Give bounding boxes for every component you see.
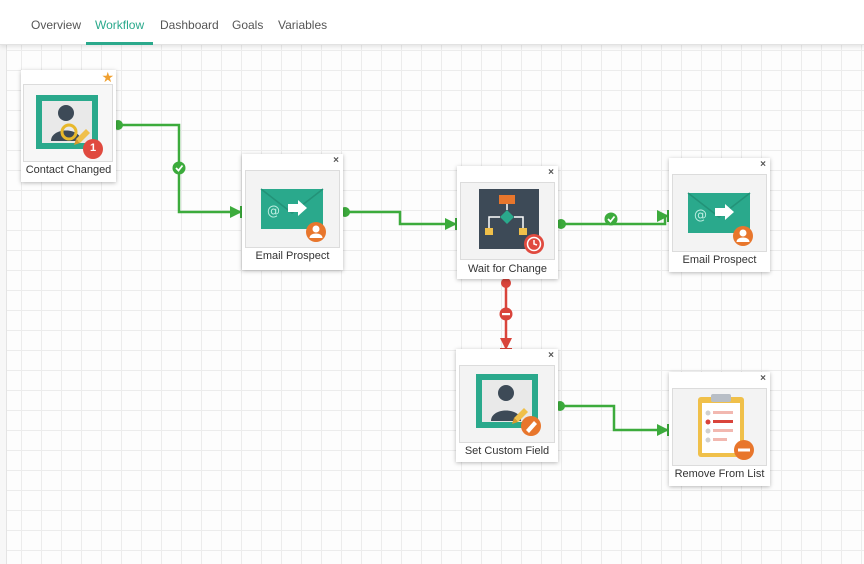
clipboard-remove-icon	[672, 388, 767, 466]
active-tab-indicator	[86, 42, 154, 45]
close-icon[interactable]: ×	[333, 155, 339, 166]
node-set-custom-field[interactable]: × Set Custom Field	[456, 349, 558, 462]
workflow-canvas[interactable]: ★ 1 Contact Changed × @	[7, 44, 864, 564]
node-remove-from-list[interactable]: × Remove From List	[669, 372, 770, 486]
left-sidebar-edge	[0, 44, 7, 564]
node-wait-for-change[interactable]: × Wait for Change	[457, 166, 558, 279]
node-email-prospect[interactable]: × @ Email Prospect	[242, 154, 343, 270]
email-send-icon: @	[672, 174, 767, 252]
node-email-prospect[interactable]: × @ Email Prospect	[669, 158, 770, 272]
tab-dashboard[interactable]: Dashboard	[160, 18, 219, 32]
close-icon[interactable]: ×	[548, 350, 554, 361]
node-label: Email Prospect	[255, 250, 330, 262]
tab-bar: Overview Workflow Dashboard Goals Variab…	[0, 0, 864, 45]
no-branch-icon	[499, 307, 513, 321]
node-label: Contact Changed	[25, 164, 112, 176]
connector-layer	[113, 120, 670, 436]
tab-goals[interactable]: Goals	[232, 18, 264, 32]
tab-workflow[interactable]: Workflow	[86, 0, 154, 45]
close-icon[interactable]: ×	[548, 167, 554, 178]
svg-text:@: @	[267, 204, 280, 219]
tab-variables[interactable]: Variables	[278, 18, 328, 32]
node-contact-changed[interactable]: ★ 1 Contact Changed	[21, 70, 116, 182]
node-label: Remove From List	[674, 468, 765, 480]
tab-overview[interactable]: Overview	[31, 18, 82, 32]
svg-text:@: @	[694, 208, 707, 223]
node-label: Email Prospect	[682, 254, 757, 266]
connector-email-to-wait[interactable]	[340, 207, 458, 230]
close-icon[interactable]: ×	[760, 373, 766, 384]
close-icon[interactable]: ×	[760, 159, 766, 170]
trigger-count-badge: 1	[89, 142, 97, 154]
node-label: Wait for Change	[467, 263, 548, 275]
check-icon	[604, 212, 618, 226]
flowchart-icon	[460, 182, 555, 260]
contact-edit-icon: 1	[23, 84, 113, 162]
contact-edit-icon	[459, 365, 555, 443]
check-icon	[172, 161, 186, 175]
email-send-icon: @	[245, 170, 340, 248]
node-label: Set Custom Field	[464, 445, 550, 457]
star-icon[interactable]: ★	[101, 70, 114, 86]
connector-set-field-to-remove[interactable]	[555, 401, 670, 436]
